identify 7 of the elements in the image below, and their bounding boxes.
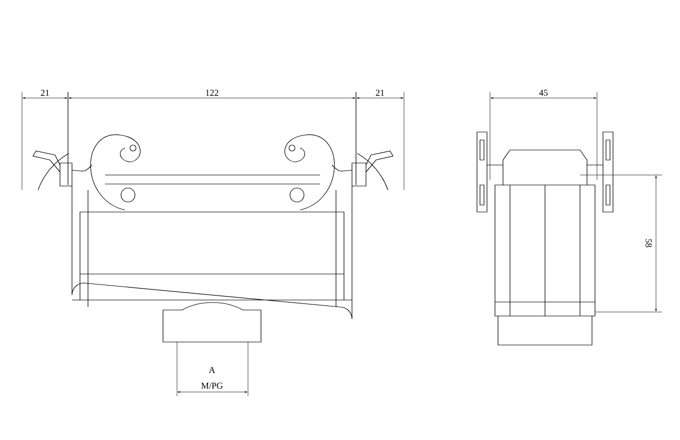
dimension-label: 122 [206, 90, 218, 96]
dimension-label: A [208, 367, 216, 373]
dimension-label: M/PG [201, 382, 223, 389]
dimension-label: 21 [376, 90, 384, 96]
dimension-label: 21 [40, 90, 49, 96]
dimension-label: 58 [646, 239, 652, 248]
dimension-label: 45 [539, 90, 548, 96]
